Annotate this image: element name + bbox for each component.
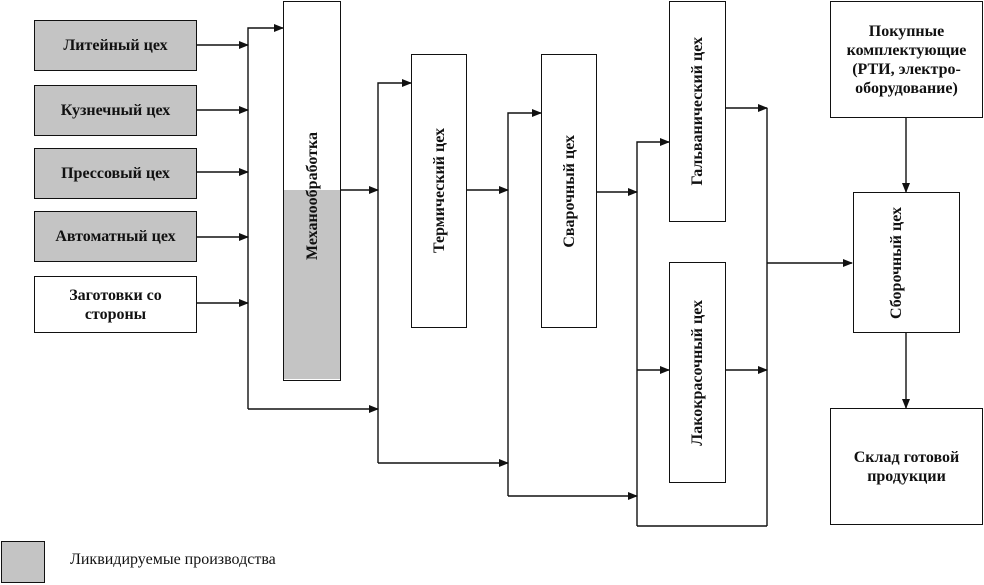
- box-welding: Сварочный цех: [541, 54, 597, 328]
- box-outsourced: Заготовки со стороны: [34, 276, 197, 333]
- box-foundry-label: Литейный цех: [63, 37, 168, 54]
- box-assembly-label: Сборочный цех: [887, 206, 905, 319]
- box-forge-label: Кузнечный цех: [60, 102, 171, 119]
- box-painting: Лакокрасочный цех: [669, 262, 726, 483]
- box-automatic-label: Автоматный цех: [55, 228, 176, 245]
- bus-4: [636, 138, 670, 526]
- bus-3: [507, 109, 542, 496]
- box-foundry: Литейный цех: [34, 20, 197, 71]
- bus-2: [377, 79, 412, 463]
- machining-liquidated-fill: [284, 190, 340, 379]
- box-machining: Механообработка: [283, 1, 341, 381]
- box-assembly: Сборочный цех: [853, 192, 960, 333]
- box-galvanic-label: Гальванический цех: [689, 37, 706, 186]
- box-warehouse-label: Склад готовой продукции: [853, 448, 960, 485]
- box-painting-label: Лакокрасочный цех: [689, 299, 706, 446]
- box-thermal-label: Термический цех: [430, 128, 448, 254]
- box-welding-label: Сварочный цех: [560, 134, 578, 248]
- box-warehouse: Склад готовой продукции: [830, 408, 983, 525]
- legend-swatch: [1, 541, 45, 583]
- box-purchased: Покупные комплектующие (РТИ, электро-обо…: [830, 1, 983, 118]
- box-machining-label: Механообработка: [303, 132, 321, 260]
- box-thermal: Термический цех: [411, 54, 467, 328]
- box-outsourced-label: Заготовки со стороны: [69, 286, 162, 323]
- box-automatic: Автоматный цех: [34, 211, 197, 262]
- bus-1: [247, 24, 284, 409]
- box-forge: Кузнечный цех: [34, 85, 197, 136]
- box-press: Прессовый цех: [34, 148, 197, 199]
- legend-label: Ликвидируемые производства: [70, 551, 276, 568]
- box-galvanic: Гальванический цех: [669, 1, 726, 222]
- box-press-label: Прессовый цех: [61, 165, 170, 182]
- box-purchased-label: Покупные комплектующие (РТИ, электро-обо…: [846, 22, 967, 97]
